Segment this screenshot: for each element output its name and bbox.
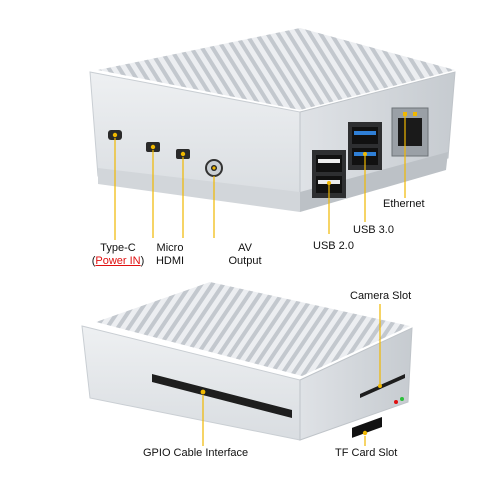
top-case-bottom-lip — [98, 168, 300, 212]
camera-slot — [360, 374, 405, 398]
av-output-label: AV Output — [228, 242, 262, 267]
usb2-label: USB 2.0 — [313, 240, 354, 252]
tf-card-slot-label: TF Card Slot — [335, 447, 398, 459]
power-in-label: Power IN — [95, 255, 141, 267]
ethernet-label: Ethernet — [383, 198, 425, 210]
usb3-label: USB 3.0 — [353, 224, 394, 236]
gpio-cable-interface-label: GPIO Cable Interface — [143, 447, 249, 459]
top-case-callouts — [114, 116, 406, 240]
power-led — [394, 400, 398, 404]
activity-led — [400, 397, 404, 401]
micro-hdmi-label: Micro HDMI — [155, 242, 185, 267]
top-case — [89, 28, 456, 212]
camera-slot-label: Camera Slot — [350, 290, 412, 302]
top-case-heatsink-fins — [98, 28, 455, 110]
bottom-case-callouts — [202, 304, 381, 446]
bottom-case — [81, 282, 413, 441]
type-c-label: Type-C (Power IN) — [91, 242, 145, 267]
bottom-case-heatsink-fins — [96, 282, 410, 376]
gpio-slot — [152, 374, 292, 418]
bottom-case-side-face — [299, 327, 413, 441]
tf-card-slot — [352, 416, 382, 438]
